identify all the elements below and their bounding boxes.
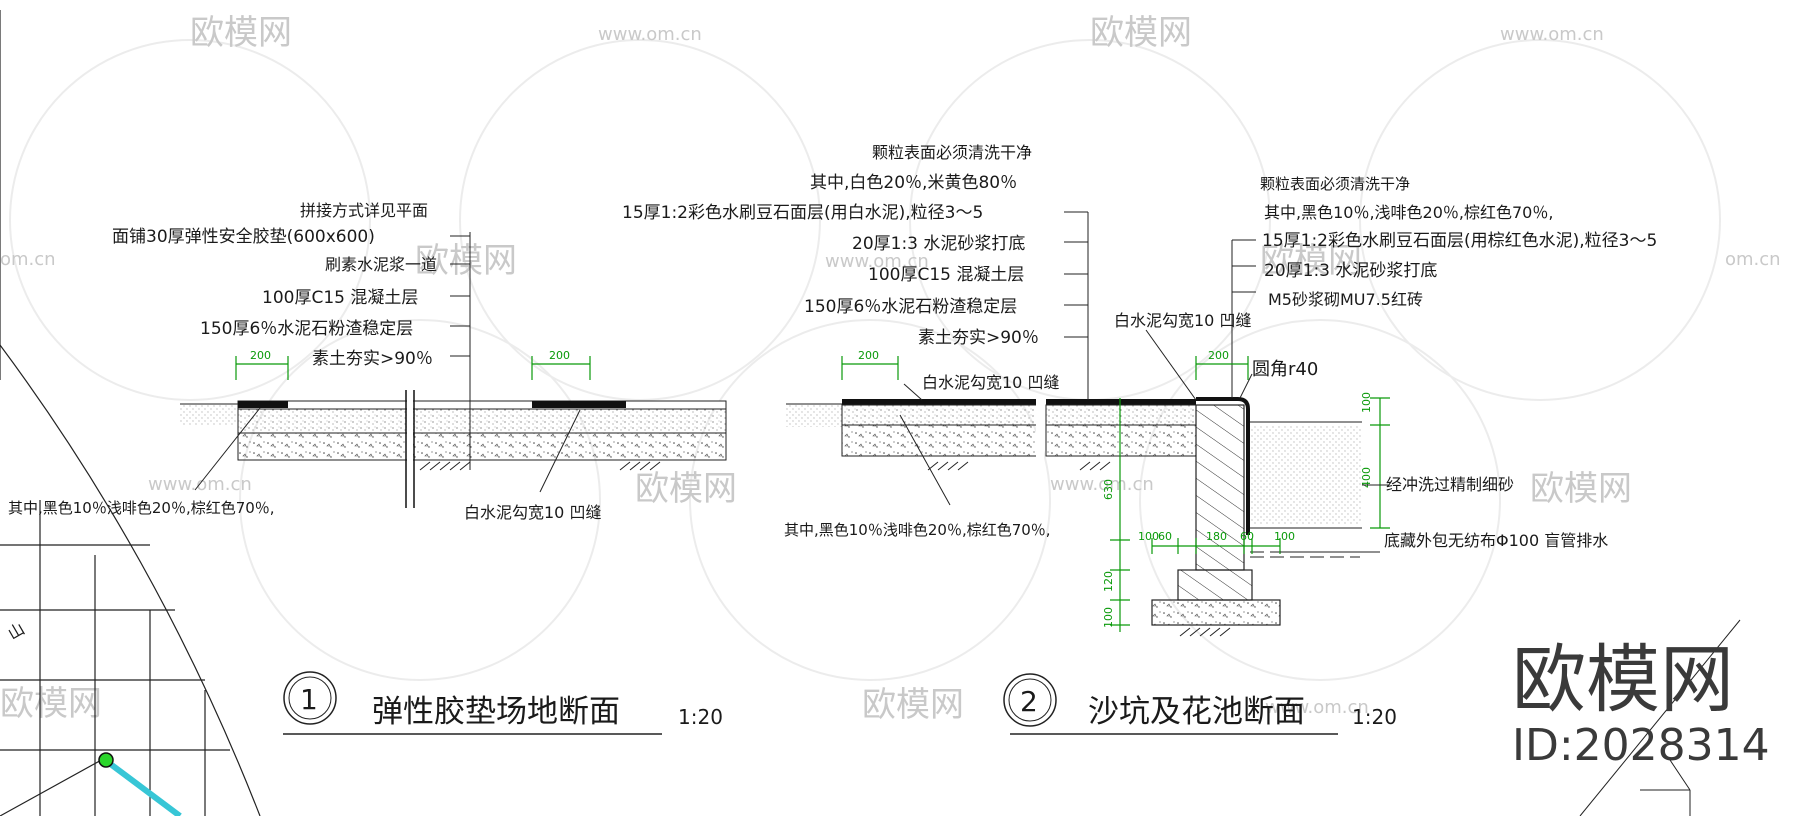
label-wash-clean-r: 颗粒表面必须清洗干净 bbox=[1260, 175, 1410, 193]
label-mortar-l: 20厚1:3 水泥砂浆打底 bbox=[852, 234, 1025, 254]
brand-block: 欧模网 ID:2028314 bbox=[1512, 637, 1770, 771]
watermark-layer: 欧模网 www.om.cn 欧模网 www.om.cn om.cn 欧模网 ww… bbox=[0, 13, 1781, 725]
label-wash-clean-l: 颗粒表面必须清洗干净 bbox=[872, 143, 1032, 162]
label-color-red: 其中,黑色10％,浅啡色20％,棕红色70％, bbox=[1264, 203, 1553, 222]
label-joint-method: 拼接方式详见平面 bbox=[300, 201, 428, 220]
rubber-layer bbox=[237, 400, 727, 410]
detail-1-scale: 1:20 bbox=[678, 705, 723, 729]
watermark-site: www.om.cn bbox=[1500, 24, 1604, 45]
dim-w100a: 100 bbox=[1138, 530, 1159, 543]
dim-200-slab-l: 200 bbox=[858, 349, 879, 362]
stabilized-layer bbox=[237, 432, 727, 461]
dim-w60a: 60 bbox=[1158, 530, 1172, 543]
watermark-logo: 欧模网 bbox=[415, 241, 517, 281]
label-rubber-mat: 面铺30厚弹性安全胶垫(600x600) bbox=[112, 227, 375, 247]
dim-w180: 180 bbox=[1206, 530, 1227, 543]
label-terrazzo-white: 15厚1:2彩色水刷豆石面层(用白水泥),粒径3～5 bbox=[622, 203, 983, 223]
brand-name: 欧模网 bbox=[1512, 637, 1734, 723]
detail-1-number: 1 bbox=[300, 683, 318, 716]
dim-630: 630 bbox=[1102, 479, 1115, 500]
label-stabilized: 150厚6％水泥石粉渣稳定层 bbox=[200, 319, 413, 339]
label-c15-l: 100厚C15 混凝土层 bbox=[868, 265, 1024, 285]
brick-wall bbox=[1195, 404, 1245, 571]
rubber-mat-2 bbox=[532, 401, 626, 408]
sand-pit bbox=[1250, 425, 1362, 525]
detail-2-number: 2 bbox=[1020, 685, 1038, 718]
watermark-site: www.om.cn bbox=[598, 24, 702, 45]
note-color-mix-2: 其中,黑色10％浅啡色20％,棕红色70％, bbox=[784, 521, 1051, 539]
corner-fragment bbox=[1579, 619, 1741, 816]
watermark-site: om.cn bbox=[0, 249, 56, 270]
label-color-white: 其中,白色20％,米黄色80％ bbox=[810, 173, 1017, 193]
label-mortar-r: 20厚1:3 水泥砂浆打底 bbox=[1264, 261, 1437, 281]
watermark-arcs bbox=[9, 39, 1721, 681]
note-color-mix: 其中,黑色10％浅啡色20％,棕红色70％, bbox=[8, 499, 275, 517]
watermark-site: www.om.cn bbox=[825, 251, 929, 272]
dim-200-slab-r: 200 bbox=[1208, 349, 1229, 362]
brand-id: ID:2028314 bbox=[1512, 720, 1770, 771]
watermark-logo: 欧模网 bbox=[1260, 241, 1362, 281]
detail-1-title: 弹性胶垫场地断面 bbox=[372, 694, 620, 730]
label-compacted-l: 素土夯实>90％ bbox=[918, 328, 1039, 348]
watermark-logo: 欧模网 bbox=[635, 469, 737, 509]
joint-note-2: 白水泥勾宽10 凹缝 bbox=[1114, 311, 1251, 330]
label-terrazzo-red: 15厚1:2彩色水刷豆石面层(用棕红色水泥),粒径3～5 bbox=[1262, 231, 1657, 251]
dim-100-bottom: 100 bbox=[1102, 607, 1115, 628]
dim-200-right: 200 bbox=[549, 349, 570, 362]
watermark-site: www.om.cn bbox=[1050, 474, 1154, 495]
watermark-logo: 欧模网 bbox=[1090, 13, 1192, 53]
watermark-logo: 欧模网 bbox=[862, 685, 964, 725]
c15-layer bbox=[237, 408, 727, 434]
label-cement-paste: 刷素水泥浆一道 bbox=[325, 255, 437, 274]
sand-note: 经冲洗过精制细砂 bbox=[1386, 475, 1514, 494]
footing-base bbox=[1151, 599, 1281, 626]
label-c15: 100厚C15 混凝土层 bbox=[262, 288, 418, 308]
terrazzo-layer bbox=[842, 399, 1038, 405]
dim-w100b: 100 bbox=[1274, 530, 1295, 543]
dim-200-left: 200 bbox=[250, 349, 271, 362]
watermark-logo: 欧模网 bbox=[190, 13, 292, 53]
soil-left bbox=[180, 405, 240, 425]
plan-fragment: 山 bbox=[0, 10, 261, 816]
watermark-site: om.cn bbox=[1725, 249, 1781, 270]
detail-2-title: 沙坑及花池断面 bbox=[1088, 694, 1305, 730]
rubber-mat-1 bbox=[238, 401, 288, 408]
label-stabilized-l: 150厚6％水泥石粉渣稳定层 bbox=[804, 297, 1017, 317]
dim-400: 400 bbox=[1360, 467, 1373, 488]
watermark-logo: 欧模网 bbox=[0, 684, 102, 724]
detail-2-section: 颗粒表面必须清洗干净 其中,白色20％,米黄色80％ 15厚1:2彩色水刷豆石面… bbox=[622, 143, 1657, 735]
detail-1-section: 200 200 拼接方式详见平面 面铺30厚弹性安全胶垫(600x600) 刷素… bbox=[8, 201, 727, 735]
detail-2-scale: 1:20 bbox=[1352, 705, 1397, 729]
watermark-logo: 欧模网 bbox=[1530, 469, 1632, 509]
wall-footing bbox=[1177, 569, 1253, 601]
round-corner-label: 圆角r40 bbox=[1252, 359, 1318, 380]
dim-120: 120 bbox=[1102, 571, 1115, 592]
joint-note-1: 白水泥勾宽10 凹缝 bbox=[922, 373, 1059, 392]
watermark-site: www.om.cn bbox=[1265, 697, 1369, 718]
plan-symbol: 山 bbox=[5, 619, 28, 643]
dim-w60b: 60 bbox=[1240, 530, 1254, 543]
note-joint: 白水泥勾宽10 凹缝 bbox=[464, 503, 601, 522]
dim-100-top: 100 bbox=[1360, 392, 1373, 413]
label-brick: M5砂浆砌MU7.5红砖 bbox=[1268, 290, 1423, 309]
drain-note: 底藏外包无纺布Φ100 盲管排水 bbox=[1384, 531, 1608, 550]
label-compacted: 素土夯实>90％ bbox=[312, 349, 433, 369]
